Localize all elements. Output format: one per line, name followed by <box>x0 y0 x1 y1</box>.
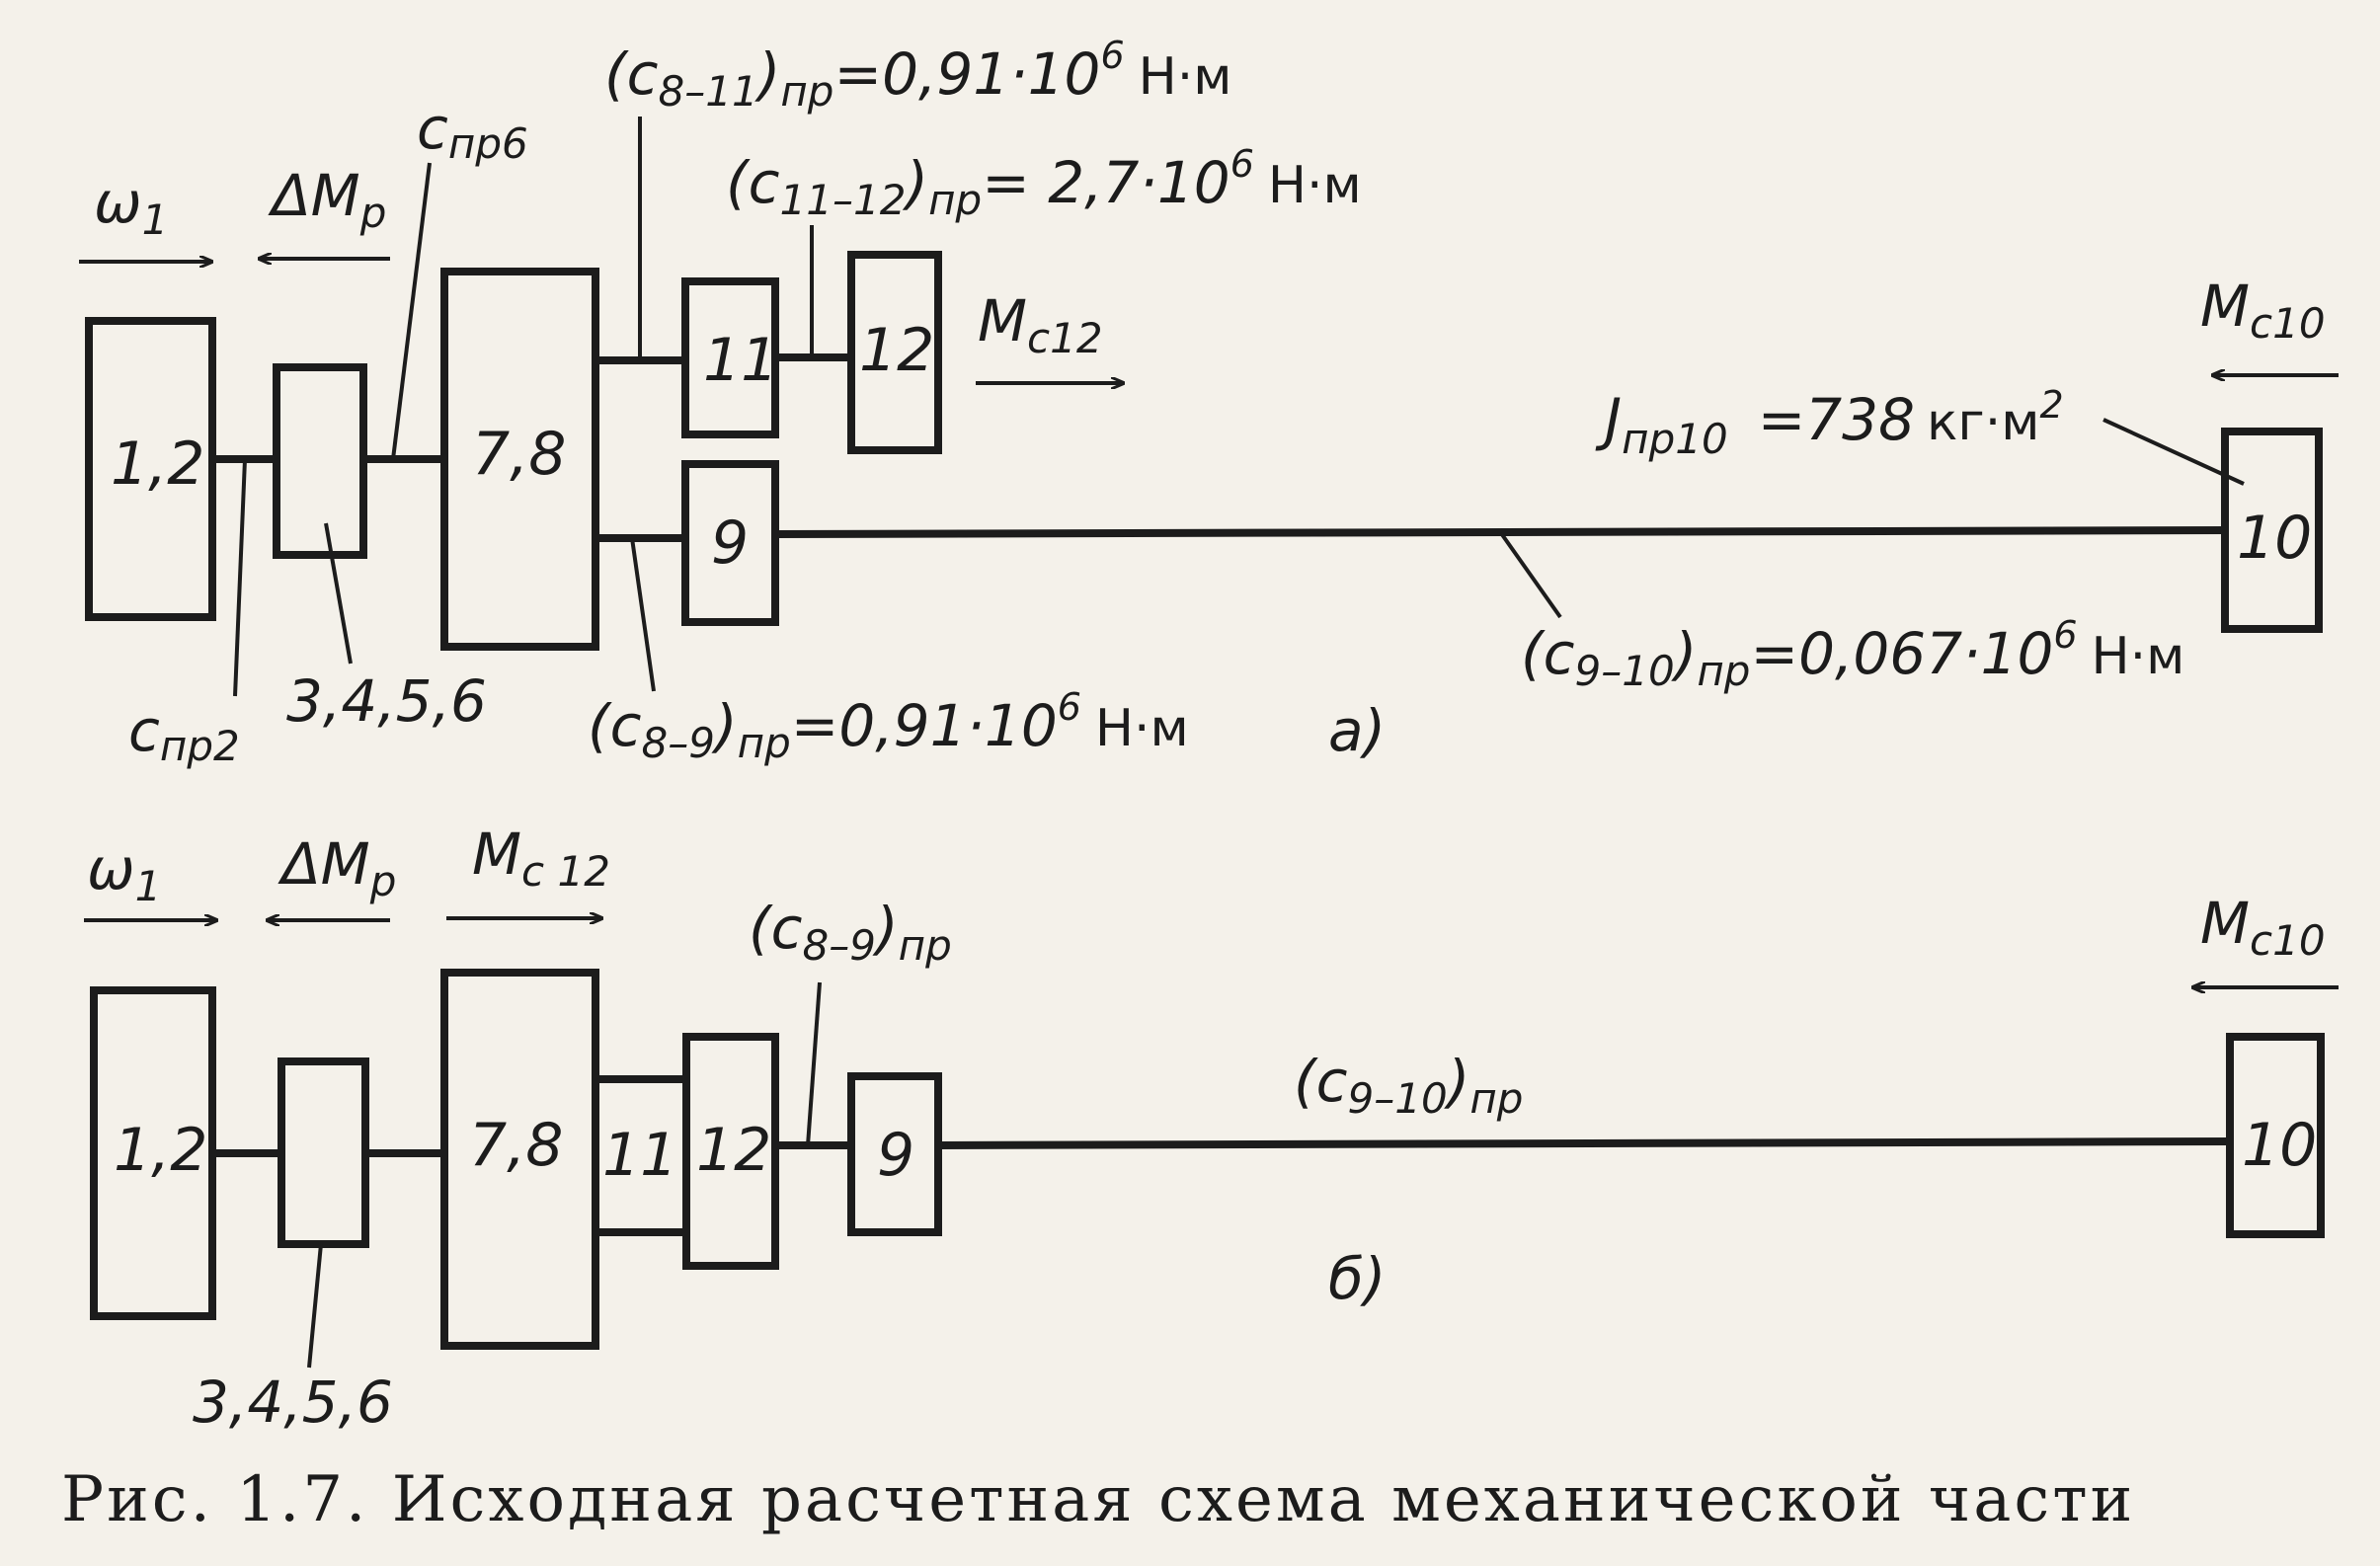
mc12-label-b: Mc 12 <box>472 821 610 896</box>
label-3456-leader-a <box>324 522 353 665</box>
shaft-b-9-to-10 <box>937 1137 2231 1149</box>
mass-box-b-9 <box>847 1072 942 1236</box>
box-label-b-1-2: 1,2 <box>114 1116 207 1185</box>
box-label-b-12: 12 <box>696 1116 771 1185</box>
diagram-a-label: а) <box>1328 697 1386 764</box>
mass-box-7-8 <box>440 268 599 651</box>
c-pr6-leader <box>391 162 432 460</box>
box-label-10: 10 <box>2237 504 2312 573</box>
diagram-a: 1,2 7,8 11 12 9 10 ω1 ΔMр cпр6 cпр2 3,4,… <box>79 34 2339 770</box>
label-3456-a: 3,4,5,6 <box>286 667 487 735</box>
shaft-9-to-10 <box>774 526 2226 538</box>
mass-box-b-10 <box>2226 1033 2325 1238</box>
box-label-1-2: 1,2 <box>111 430 204 499</box>
diagram-b-label: б) <box>1328 1245 1386 1312</box>
delta-mp-label-b: ΔMр <box>278 830 396 905</box>
c-9-10-label-b: (c9–10)пр <box>1294 1048 1523 1123</box>
mass-box-1-2 <box>85 317 216 621</box>
box-label-12: 12 <box>859 316 934 385</box>
omega-1-label-b: ω1 <box>87 835 161 910</box>
j-pr10-leader <box>2102 418 2245 486</box>
omega-1-label-a: ω1 <box>94 169 168 244</box>
label-3456-leader-b <box>307 1243 323 1369</box>
mc12-label-a: Mc12 <box>978 287 1103 362</box>
c-pr2-leader <box>233 458 247 697</box>
figure-caption: Рис. 1.7. Исходная расчетная схема механ… <box>61 1463 2135 1536</box>
mass-box-b-3-4-5-6 <box>278 1057 369 1248</box>
mass-box-9 <box>681 460 779 626</box>
label-3456-b: 3,4,5,6 <box>193 1369 393 1436</box>
c-8-9-leader-a <box>630 537 656 692</box>
mass-box-10 <box>2221 428 2323 633</box>
box-label-7-8: 7,8 <box>472 420 566 489</box>
c-9-10-leader-a <box>1499 531 1562 619</box>
box-label-9: 9 <box>711 509 749 578</box>
c-pr6-label: cпр6 <box>417 95 528 168</box>
box-label-b-10: 10 <box>2242 1111 2317 1180</box>
box-label-b-11: 11 <box>602 1121 677 1190</box>
c-8-9-label-b: (c8–9)пр <box>749 895 952 970</box>
c-pr2-label: cпр2 <box>128 697 240 770</box>
mc10-label-a: Mc10 <box>2200 273 2326 348</box>
mass-box-b-1-2 <box>90 986 216 1320</box>
box-label-b-7-8: 7,8 <box>469 1111 563 1180</box>
delta-mp-label-a: ΔMр <box>268 162 386 237</box>
box-label-b-9: 9 <box>877 1121 914 1190</box>
mass-box-3-4-5-6 <box>273 363 367 559</box>
mass-box-12 <box>847 251 942 454</box>
mass-box-11 <box>681 277 779 438</box>
box-label-11: 11 <box>703 326 778 395</box>
mc10-label-b: Mc10 <box>2200 890 2326 965</box>
diagram-b: ω1 ΔMр Mc 12 Mc10 1,2 7,8 11 12 9 10 (c8… <box>84 821 2339 1436</box>
c-8-9-leader-b <box>806 981 822 1146</box>
mass-box-b-12 <box>682 1033 779 1270</box>
